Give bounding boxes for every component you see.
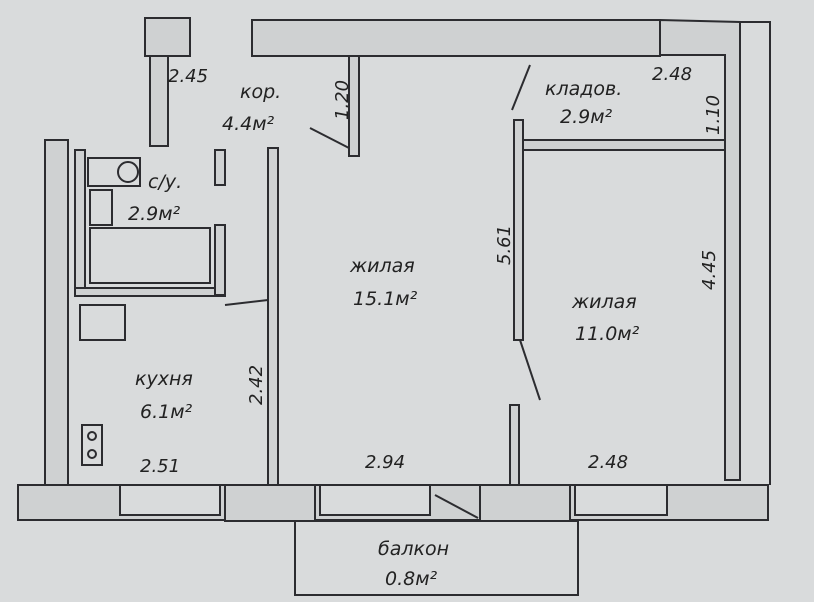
bathtub-icon [89, 227, 211, 284]
sink-icon [89, 189, 113, 226]
corridor-area: 4.4м² [222, 113, 275, 135]
windows [119, 484, 668, 522]
balcony-outline [294, 520, 579, 596]
partitions [74, 55, 726, 486]
living2-area: 11.0м² [575, 323, 640, 345]
right-wall-outer [740, 21, 771, 485]
living1-name: жилая [349, 255, 415, 277]
corridor-name: кор. [240, 81, 281, 103]
dim-storage-depth: 1.10 [703, 95, 724, 135]
dim-living2-depth: 4.45 [699, 250, 720, 290]
toilet-icon [87, 157, 141, 187]
top-wall [251, 19, 661, 57]
kitchen-name: кухня [135, 368, 193, 390]
storage-area: 2.9м² [560, 106, 613, 128]
vent-block [144, 17, 191, 57]
fixtures [79, 157, 211, 466]
living2-name: жилая [571, 291, 637, 313]
balcony-door [434, 494, 479, 519]
bathroom-area: 2.9м² [128, 203, 181, 225]
dim-living2-width: 2.48 [588, 452, 628, 473]
kitchen-area: 6.1м² [140, 401, 193, 423]
dim-corridor-width: 2.45 [168, 66, 208, 87]
living1-area: 15.1м² [353, 288, 418, 310]
dim-kitchen-width: 2.51 [140, 456, 180, 477]
dim-corridor-depth: 1.20 [332, 80, 353, 120]
stove-icon [81, 424, 103, 466]
dim-storage-width: 2.48 [652, 64, 692, 85]
dim-living1-width: 2.94 [365, 452, 405, 473]
vent-shaft [149, 55, 169, 147]
balcony-area: 0.8м² [385, 568, 438, 590]
bathroom-name: с/у. [148, 171, 182, 193]
balcony-name: балкон [378, 538, 449, 560]
left-wall [19, 139, 69, 521]
kitchen-sink-icon [79, 304, 126, 341]
dim-living1-depth: 5.61 [494, 225, 515, 265]
storage-name: кладов. [545, 78, 622, 100]
dim-kitchen-depth: 2.42 [246, 365, 267, 405]
walls [17, 17, 771, 596]
